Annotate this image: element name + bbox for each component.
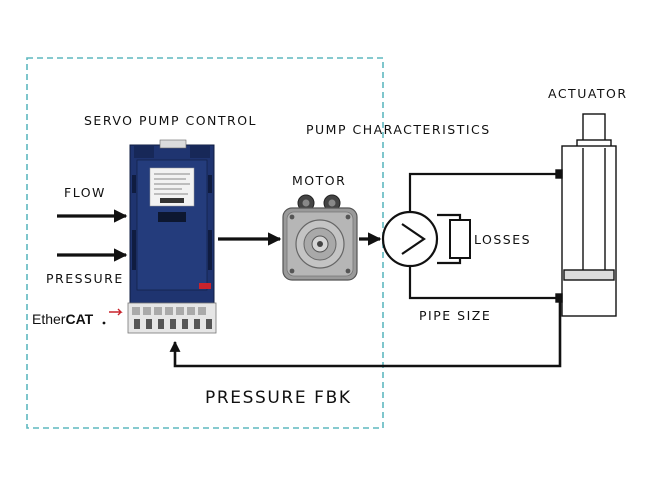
pressure-feedback-line [169, 298, 562, 368]
pump-characteristics-label: PUMP CHARACTERISTICS [306, 122, 491, 137]
pump-symbol-icon [381, 210, 439, 268]
pressure-fbk-label: PRESSURE FBK [205, 388, 352, 408]
servo-pump-control-label: SERVO PUMP CONTROL [84, 113, 257, 128]
pipe-size-label: PIPE SIZE [419, 308, 491, 323]
hydraulic-circuit-lines [408, 172, 560, 300]
hydraulic-cylinder-icon [555, 113, 617, 317]
servo-drive-icon [127, 139, 217, 334]
losses-label: LOSSES [474, 232, 531, 247]
actuator-label: ACTUATOR [548, 86, 628, 101]
servo-motor-icon [282, 194, 358, 281]
motor-label: MOTOR [292, 173, 346, 188]
pressure-label: PRESSURE [46, 271, 124, 286]
svg-text:EtherCAT: EtherCAT [32, 311, 94, 327]
ethercat-logo: EtherCAT [32, 308, 123, 327]
losses-resistor-icon [449, 219, 471, 259]
ethercat-logo-suffix: CAT [65, 311, 93, 327]
flow-label: FLOW [64, 185, 106, 200]
ethercat-logo-prefix: Ether [32, 311, 66, 327]
